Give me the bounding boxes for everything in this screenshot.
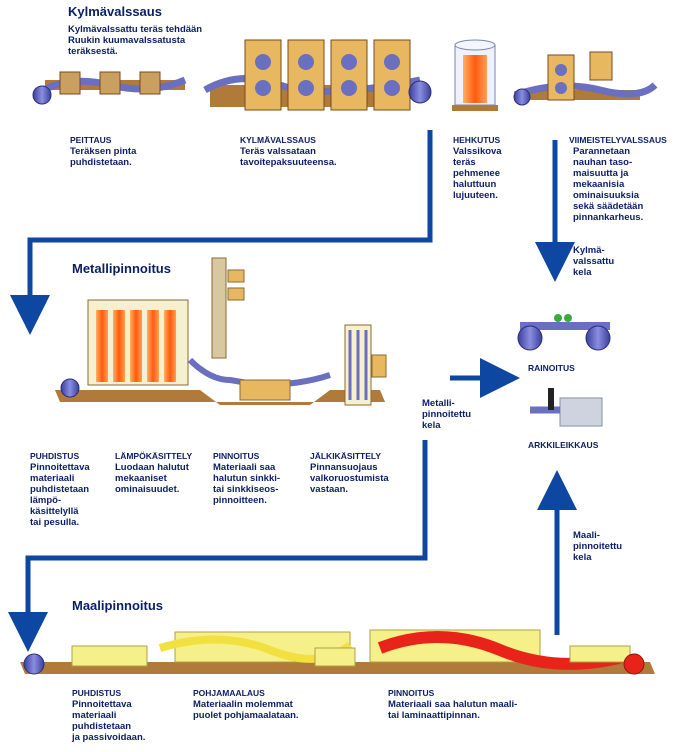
flow-arrow-to-metal-coating <box>10 130 433 335</box>
step-label-metal-cleaning: PUHDISTUS <box>30 451 80 461</box>
step-label-post-treatment: JÄLKIKÄSITTELY <box>310 451 382 461</box>
step-label-paint-coating: PINNOITUS <box>388 688 435 698</box>
step-label-paint-cleaning: PUHDISTUS <box>72 688 122 698</box>
cold-rolling-intro: Kylmävalssattu teräs tehdään Ruukin kuum… <box>68 24 203 57</box>
metal-coating-line-illustration <box>55 257 387 406</box>
step-text-annealing: Valssikova teräs pehmenee haluttuun luju… <box>453 146 502 201</box>
flow-arrow-to-paint-coating <box>8 440 428 652</box>
step-text-paint-coating: Materiaali saa halutun maali- tai lamina… <box>388 699 518 721</box>
step-text-paint-cleaning: Pinnoitettava materiaali puhdistetaan ja… <box>72 699 146 743</box>
sheet-cutting-illustration <box>530 388 603 427</box>
step-text-priming: Materiaalin molemmat puolet pohjamaalata… <box>193 699 299 721</box>
step-text-pickling: Teräksen pinta puhdistetaan. <box>70 146 137 168</box>
pickling-line-illustration <box>32 71 187 105</box>
step-text-heat-treatment: Luodaan halutut mekaaniset ominaisuudet. <box>115 462 189 495</box>
step-label-cold-rolling: KYLMÄVALSSAUS <box>240 135 316 145</box>
step-text-post-treatment: Pinnansuojaus valkoruostumista vastaan. <box>310 462 389 495</box>
paint-coating-line-illustration <box>20 629 655 675</box>
step-label-annealing: HEHKUTUS <box>453 135 501 145</box>
cold-rolling-title: Kylmävalssaus <box>68 4 162 19</box>
step-text-cold-rolling: Teräs valssataan tavoitepaksuuteensa. <box>240 146 337 168</box>
step-text-skin-pass: Parannetaan nauhan taso- maisuutta ja me… <box>573 146 644 223</box>
step-text-metal-coating: Materiaali saa halutun sinkki- tai sinkk… <box>213 462 281 506</box>
sheet-cutting-label: ARKKILEIKKAUS <box>528 440 599 450</box>
step-label-heat-treatment: LÄMPÖKÄSITTELY <box>115 451 193 461</box>
skin-pass-mill-illustration <box>513 51 658 106</box>
annealing-furnace-illustration <box>452 39 498 111</box>
metal-coating-title: Metallipinnoitus <box>72 261 171 276</box>
cold-rolling-mill-illustration <box>203 39 432 111</box>
step-label-priming: POHJAMAALAUS <box>193 688 265 698</box>
metal-coated-coil-label: Metalli- pinnoitettu kela <box>422 398 472 431</box>
cold-rolled-coil-label: Kylmä- valssattu kela <box>573 245 615 278</box>
step-text-metal-cleaning: Pinnoitettava materiaali puhdistetaan lä… <box>30 462 90 528</box>
paint-coating-title: Maalipinnoitus <box>72 598 163 613</box>
step-label-metal-coating: PINNOITUS <box>213 451 260 461</box>
slitting-label: RAINOITUS <box>528 363 575 373</box>
step-label-pickling: PEITTAUS <box>70 135 112 145</box>
step-label-skin-pass: VIIMEISTELYVALSSAUS <box>569 135 667 145</box>
slitting-illustration <box>517 314 611 351</box>
paint-coated-coil-label: Maali- pinnoitettu kela <box>573 530 623 563</box>
